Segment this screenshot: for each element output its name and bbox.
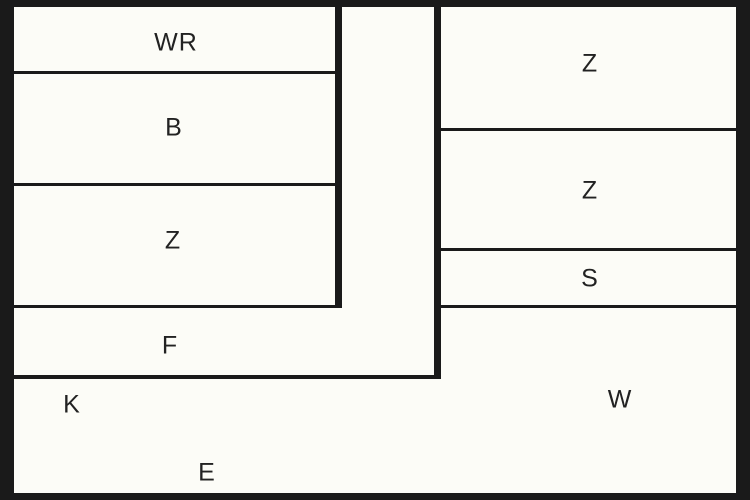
room-label-b: B: [165, 113, 183, 142]
wall-corridor-right: [434, 7, 441, 379]
wall-left-column-right: [335, 7, 342, 308]
wall-f-bottom: [14, 375, 441, 379]
room-label-s: S: [581, 264, 599, 293]
room-label-k: K: [63, 390, 81, 419]
wall-z-s: [441, 248, 736, 251]
room-label-wr: WR: [154, 28, 198, 57]
wall-wr-b: [14, 71, 335, 74]
room-label-f: F: [161, 331, 179, 360]
room-label-z-right-top: Z: [581, 49, 599, 78]
wall-s-w: [441, 305, 736, 308]
floor-plan: WR B Z F Z Z S W K E: [14, 7, 736, 493]
room-label-z-left: Z: [164, 226, 182, 255]
room-label-z-right-mid: Z: [581, 176, 599, 205]
wall-z-f: [14, 305, 342, 308]
wall-b-z: [14, 183, 335, 186]
room-label-w: W: [607, 385, 633, 414]
wall-z-z-right: [441, 128, 736, 131]
room-label-e: E: [198, 458, 216, 487]
